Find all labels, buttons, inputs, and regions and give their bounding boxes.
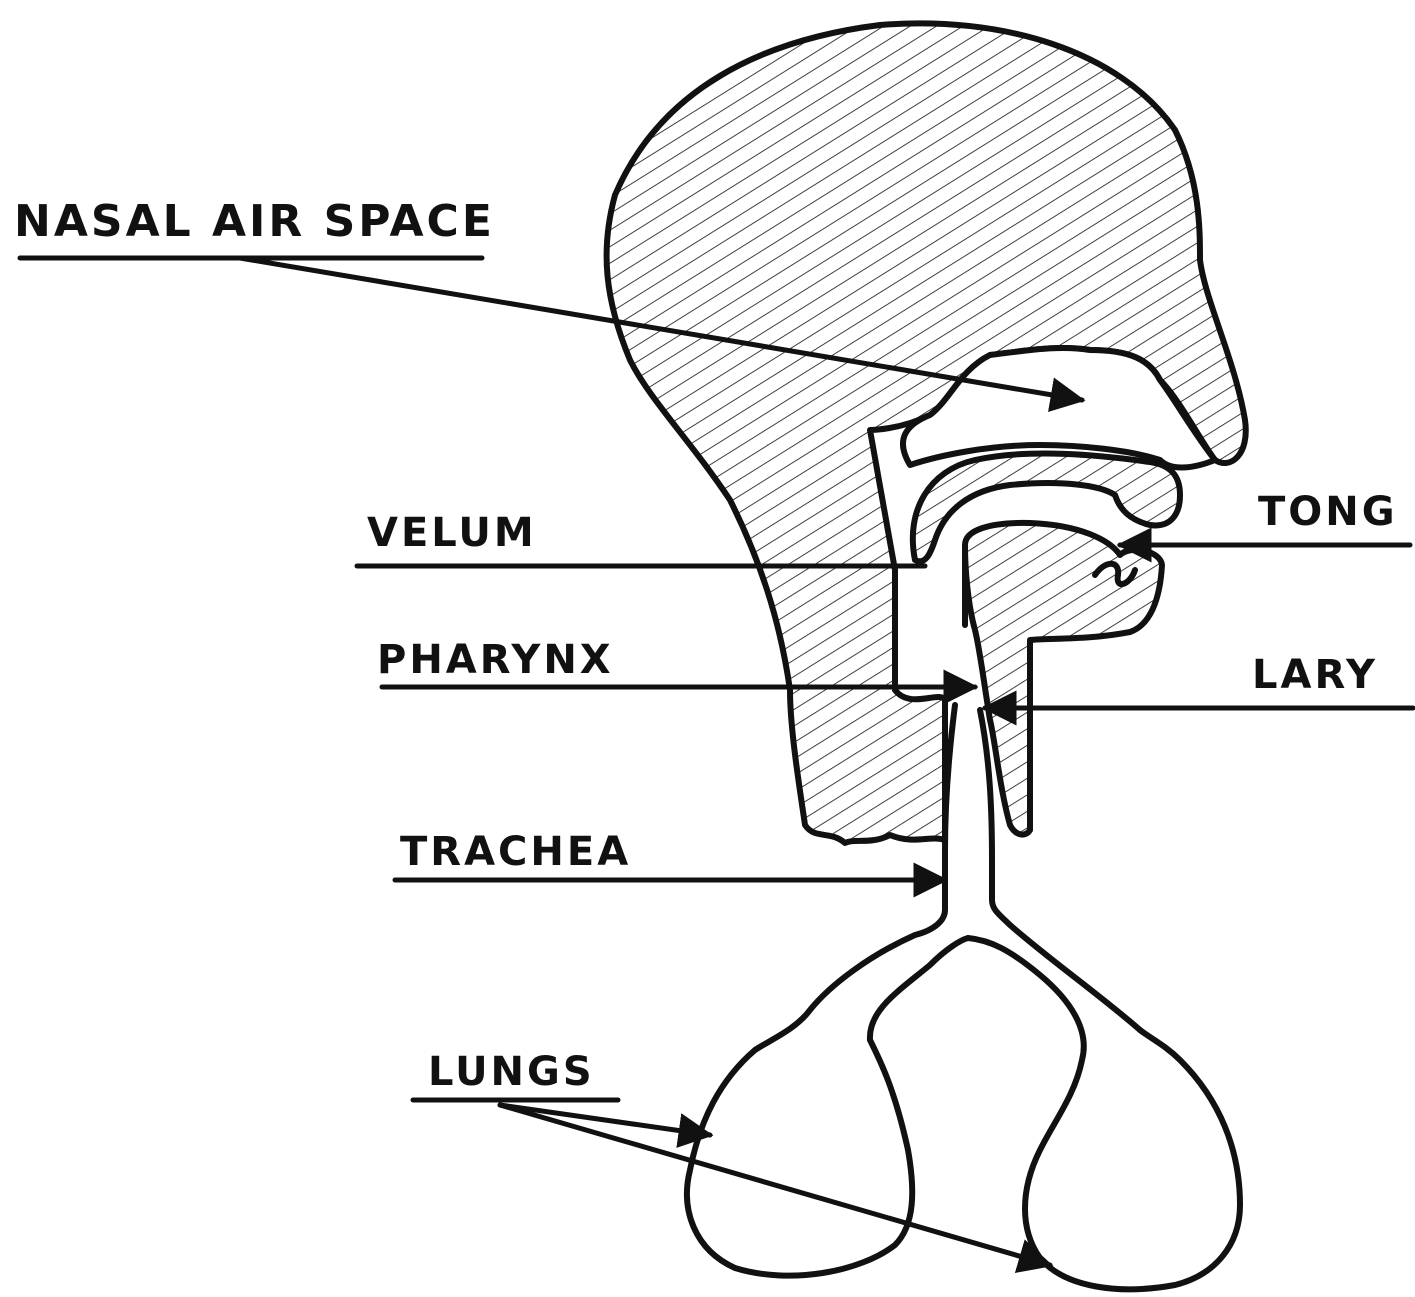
lungs-label: LUNGS <box>428 1052 595 1092</box>
right-lung <box>968 938 1240 1289</box>
trachea-label: TRACHEA <box>400 832 631 872</box>
lungs-leader-upper <box>500 1105 710 1135</box>
larynx-label: LARY <box>1252 655 1378 695</box>
lungs-leader-lower <box>500 1105 1050 1265</box>
nasal-air-space-label: NASAL AIR SPACE <box>14 200 495 244</box>
tongue-label: TONG <box>1258 492 1398 532</box>
velum-label: VELUM <box>367 513 537 553</box>
pharynx-label: PHARYNX <box>377 640 614 680</box>
